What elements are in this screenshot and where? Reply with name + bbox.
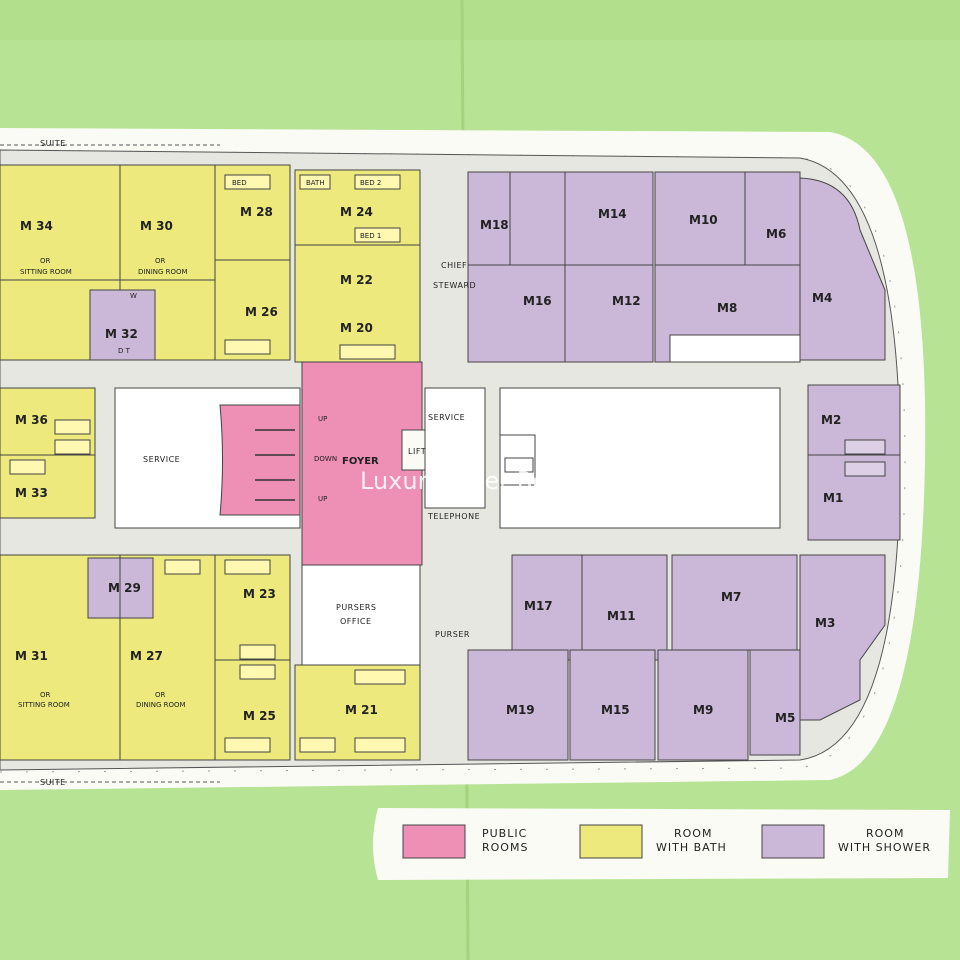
room-label-m24: M 24	[340, 205, 373, 219]
suite-label-top: SUITE	[40, 139, 66, 148]
room-label-m4: M4	[812, 291, 832, 305]
room-label-m23: M 23	[243, 587, 276, 601]
furn-dt: D T	[118, 347, 131, 355]
room-label-m7: M7	[721, 590, 741, 604]
label-lift: LIFT	[408, 447, 426, 456]
note-dining-room-2: DINING ROOM	[136, 701, 186, 709]
room-label-m31: M 31	[15, 649, 48, 663]
room-label-m21: M 21	[345, 703, 378, 717]
legend-bath-line2: WITH BATH	[656, 841, 727, 854]
room-label-m17: M17	[524, 599, 553, 613]
room-label-m10: M10	[689, 213, 718, 227]
label-pursers-2: OFFICE	[340, 617, 372, 626]
furn-bed2: BED 2	[360, 179, 381, 187]
label-chief: CHIEF	[441, 261, 467, 270]
label-pursers-1: PURSERS	[336, 603, 377, 612]
label-service-left: SERVICE	[143, 455, 180, 464]
label-telephone: TELEPHONE	[427, 512, 480, 521]
furniture-labels: BED BED 2 BED 1 BATH D T W	[118, 179, 381, 355]
watermark-text: Luxury Liner Row	[360, 467, 567, 495]
note-or-4: OR	[155, 691, 166, 699]
legend-shower-line1: ROOM	[866, 827, 904, 840]
room-label-m15: M15	[601, 703, 630, 717]
shower-rooms-bottom-block	[467, 554, 886, 761]
room-label-m29: M 29	[108, 581, 141, 595]
note-sitting-room-1: SITTING ROOM	[20, 268, 72, 276]
bath-rooms-top-block	[0, 164, 421, 363]
room-m32-area	[89, 289, 156, 361]
furn-bed1: BED 1	[360, 232, 381, 240]
paper-top-shade	[0, 0, 960, 40]
room-label-m32: M 32	[105, 327, 138, 341]
shower-rooms-middle-block	[807, 384, 901, 541]
room-label-m34: M 34	[20, 219, 53, 233]
legend-swatch-public	[402, 824, 466, 859]
label-stairs-up-2: UP	[318, 495, 327, 503]
room-label-m1: M1	[823, 491, 843, 505]
public-rooms-area	[114, 361, 781, 666]
room-label-m28: M 28	[240, 205, 273, 219]
room-label-m3: M3	[815, 616, 835, 630]
room-label-m5: M5	[775, 711, 795, 725]
furn-w: W	[130, 292, 137, 300]
note-dining-room-1: DINING ROOM	[138, 268, 188, 276]
room-label-m18: M18	[480, 218, 509, 232]
room-label-m16: M16	[523, 294, 552, 308]
shower-rooms-top-block	[467, 171, 886, 363]
legend-shower-line2: WITH SHOWER	[838, 841, 931, 854]
pursers-office-area	[301, 564, 421, 666]
label-stairs-up-1: UP	[318, 415, 327, 423]
shower-room-labels: M18 M14 M10 M6 M16 M12 M8 M4 M 32 M 29 M…	[105, 207, 843, 725]
label-purser: PURSER	[435, 630, 470, 639]
room-label-m30: M 30	[140, 219, 173, 233]
room-label-m25: M 25	[243, 709, 276, 723]
room-label-m11: M11	[607, 609, 636, 623]
note-or-2: OR	[155, 257, 166, 265]
legend-public-line1: PUBLIC	[482, 827, 527, 840]
room-label-m8: M8	[717, 301, 737, 315]
furn-bed: BED	[232, 179, 247, 187]
room-label-m6: M6	[766, 227, 786, 241]
note-or-1: OR	[40, 257, 51, 265]
room-label-m19: M19	[506, 703, 535, 717]
service-center-area	[499, 387, 781, 529]
legend-bath-line1: ROOM	[674, 827, 712, 840]
room-label-m2: M2	[821, 413, 841, 427]
legend: PUBLIC ROOMS ROOM WITH BATH ROOM WITH SH…	[373, 808, 950, 880]
label-service-center: SERVICE	[428, 413, 465, 422]
room-label-m36: M 36	[15, 413, 48, 427]
note-sitting-room-2: SITTING ROOM	[18, 701, 70, 709]
room-notes: OR SITTING ROOM OR DINING ROOM OR SITTIN…	[18, 257, 188, 709]
legend-public-line2: ROOMS	[482, 841, 528, 854]
room-label-m20: M 20	[340, 321, 373, 335]
label-stairs-down: DOWN	[314, 455, 337, 463]
bath-rooms-middle-block	[0, 387, 96, 519]
room-label-m9: M9	[693, 703, 713, 717]
label-foyer: FOYER	[342, 456, 379, 467]
legend-swatch-bath	[579, 824, 643, 859]
room-label-m26: M 26	[245, 305, 278, 319]
room-label-m22: M 22	[340, 273, 373, 287]
note-or-3: OR	[40, 691, 51, 699]
room-label-m27: M 27	[130, 649, 163, 663]
room-label-m33: M 33	[15, 486, 48, 500]
room-label-m14: M14	[598, 207, 627, 221]
bath-rooms-bottom-block	[0, 554, 421, 761]
label-steward: STEWARD	[433, 281, 476, 290]
suite-label-bottom: SUITE	[40, 778, 66, 787]
public-labels: SERVICE FOYER LIFT SERVICE TELEPHONE PUR…	[143, 261, 480, 639]
furn-bath: BATH	[306, 179, 325, 187]
bath-room-labels: M 34 M 30 M 28 M 24 M 22 M 26 M 20 M 36 …	[15, 205, 378, 723]
legend-swatch-shower	[761, 824, 825, 859]
room-label-m12: M12	[612, 294, 641, 308]
